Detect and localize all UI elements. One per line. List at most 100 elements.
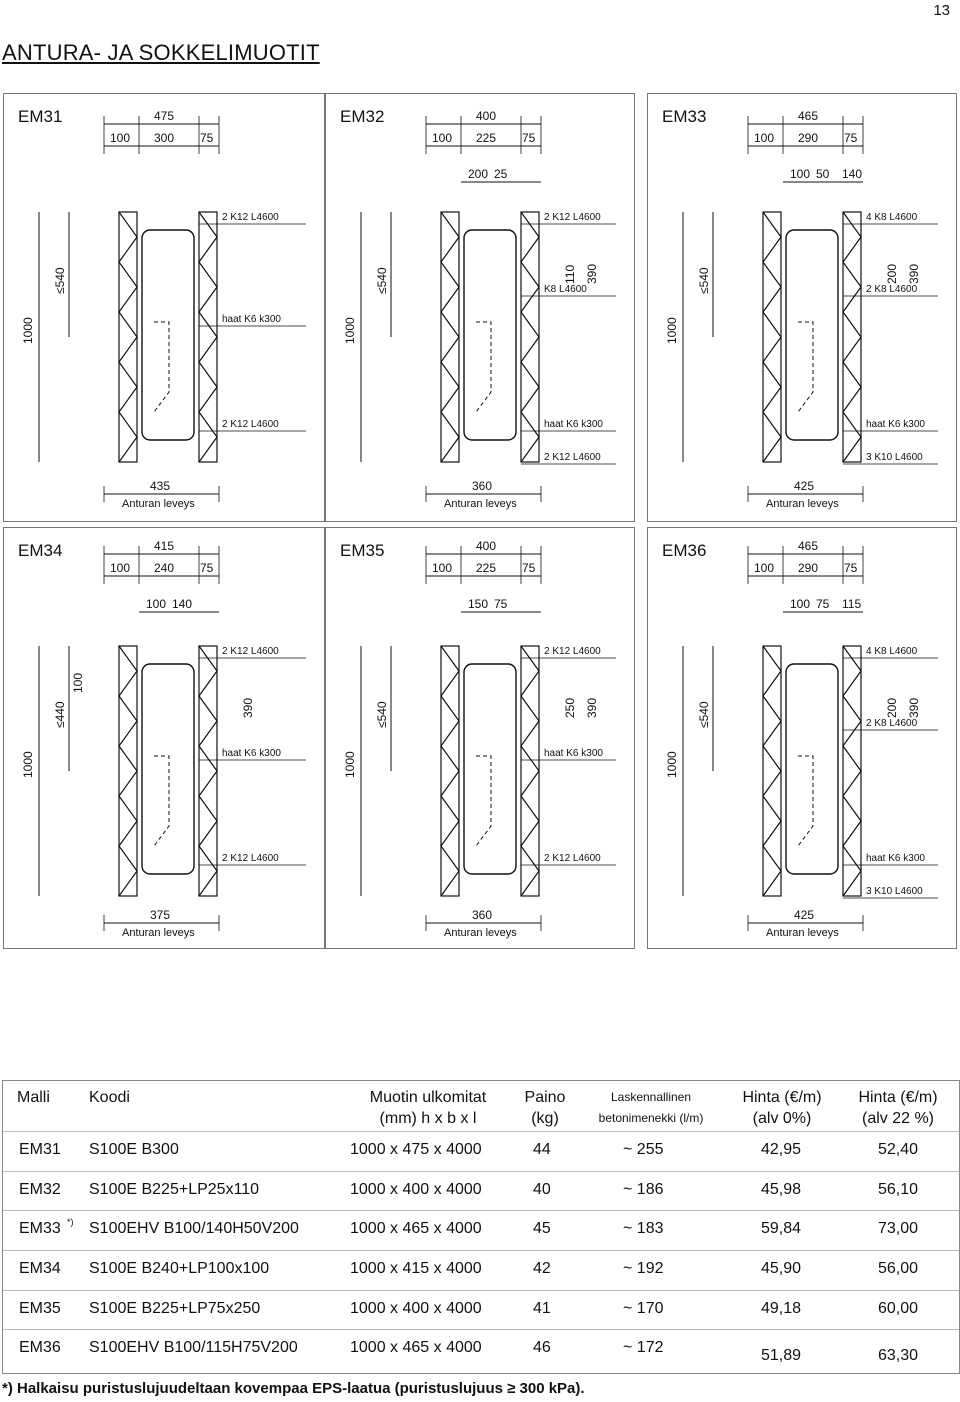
dimension-label: 390	[241, 698, 255, 718]
dimension-label: 390	[585, 698, 599, 718]
dimension-label: Anturan leveys	[444, 927, 517, 939]
cell-malli: EM32	[19, 1181, 61, 1198]
concrete-core	[785, 663, 839, 875]
dimension-label: 225	[476, 131, 496, 145]
dimension-label: ≤540	[697, 701, 711, 728]
cell-paino: 40	[533, 1181, 551, 1198]
eps-insulation-zigzag	[440, 211, 460, 463]
col-header-malli: Malli	[17, 1089, 50, 1106]
dimension-label: 75	[816, 597, 830, 611]
panel-title: EM33	[662, 107, 707, 126]
dimension-label: haat K6 k300	[544, 748, 603, 759]
col-header-muotin: Muotin ulkomitat	[369, 1089, 487, 1106]
dimension-label: 3 K10 L4600	[866, 452, 923, 463]
cell-hinta0: 51,89	[761, 1347, 802, 1364]
cell-paino: 41	[533, 1300, 551, 1317]
dimension-label: 50	[816, 167, 830, 181]
cell-hinta22: 52,40	[878, 1141, 919, 1158]
cell-koodi: S100E B240+LP100x100	[89, 1260, 270, 1277]
cell-mitat: 1000 x 415 x 4000	[350, 1260, 482, 1277]
dimension-label: ≤540	[697, 267, 711, 294]
cell-menekki: ~ 186	[623, 1181, 664, 1198]
dimension-label: 25	[494, 167, 508, 181]
cell-koodi: S100E B225+LP25x110	[89, 1181, 260, 1198]
dimension-label: 100	[790, 597, 810, 611]
dimension-label: 115	[842, 597, 861, 611]
cell-koodi: S100E B225+LP75x250	[89, 1300, 261, 1317]
dimension-label: ≤540	[375, 267, 389, 294]
footnote-marker: *)	[67, 1217, 74, 1227]
dimension-label: 2 K12 L4600	[222, 419, 279, 430]
dimension-label: 390	[585, 264, 599, 284]
col-header-hinta-alv22-unit: (alv 22 %)	[861, 1110, 935, 1127]
dimension-label: haat K6 k300	[222, 314, 281, 325]
cell-hinta0: 49,18	[761, 1300, 802, 1317]
dimension-label: 100	[754, 131, 774, 145]
concrete-core	[463, 663, 517, 875]
dimension-label: 2 K12 L4600	[544, 452, 601, 463]
footnote: *) Halkaisu puristuslujuudeltaan kovempa…	[2, 1380, 585, 1397]
dimension-label: 3 K10 L4600	[866, 886, 923, 897]
dimension-label: 360	[472, 908, 492, 922]
dimension-label: 290	[798, 561, 818, 575]
cell-hinta22: 73,00	[878, 1220, 919, 1237]
rebar-stirrup	[153, 321, 170, 413]
dimension-label: Anturan leveys	[766, 927, 839, 939]
concrete-core	[463, 229, 517, 441]
eps-insulation-zigzag	[520, 645, 540, 897]
dimension-label: 300	[154, 131, 174, 145]
dimension-label: 2 K12 L4600	[222, 212, 279, 223]
col-header-hinta-alv0: Hinta (€/m)	[742, 1089, 822, 1106]
dimension-label: 2 K8 L4600	[866, 284, 918, 295]
dimension-label: 100	[790, 167, 810, 181]
panel-title: EM35	[340, 541, 385, 560]
dimension-label: 415	[154, 539, 174, 553]
dimension-label: haat K6 k300	[222, 748, 281, 759]
dimension-label: 1000	[665, 317, 679, 344]
panel-title: EM31	[18, 107, 63, 126]
eps-insulation-zigzag	[118, 645, 138, 897]
rebar-stirrup	[797, 755, 814, 847]
dimension-label: 400	[476, 109, 496, 123]
cell-malli: EM36	[19, 1339, 61, 1356]
dimension-label: 75	[200, 561, 214, 575]
dimension-label: Anturan leveys	[766, 498, 839, 510]
rebar-stirrup	[475, 755, 492, 847]
rebar-stirrup	[153, 755, 170, 847]
dimension-label: 200	[885, 264, 899, 284]
dimension-label: 390	[907, 264, 921, 284]
concrete-core	[785, 229, 839, 441]
col-header-menekki: Laskennallinen	[610, 1090, 692, 1104]
eps-insulation-zigzag	[440, 645, 460, 897]
cell-koodi: S100EHV B100/140H50V200	[89, 1220, 299, 1237]
dimension-label: 2 K12 L4600	[222, 646, 279, 657]
dimension-label: 4 K8 L4600	[866, 646, 918, 657]
cell-mitat: 1000 x 465 x 4000	[350, 1220, 482, 1237]
dimension-label: 200	[885, 698, 899, 718]
eps-insulation-zigzag	[198, 645, 218, 897]
dimension-label: 465	[798, 109, 818, 123]
dimension-label: 400	[476, 539, 496, 553]
cell-menekki: ~ 192	[623, 1260, 664, 1277]
cell-malli: EM31	[19, 1141, 61, 1158]
dimension-label: 1000	[665, 751, 679, 778]
row-divider	[3, 1290, 959, 1291]
dimension-label: 1000	[343, 317, 357, 344]
cell-mitat: 1000 x 400 x 4000	[350, 1181, 482, 1198]
dimension-label: ≤440	[53, 701, 67, 728]
col-header-menekki-unit: betonimenekki (l/m)	[598, 1111, 704, 1125]
col-header-muotin-unit: (mm) h x b x l	[379, 1110, 477, 1127]
eps-insulation-zigzag	[762, 211, 782, 463]
dimension-label: 250	[563, 698, 577, 718]
dimension-label: 2 K12 L4600	[544, 853, 601, 864]
cell-hinta22: 56,00	[878, 1260, 919, 1277]
cell-mitat: 1000 x 475 x 4000	[350, 1141, 482, 1158]
cell-paino: 44	[533, 1141, 551, 1158]
